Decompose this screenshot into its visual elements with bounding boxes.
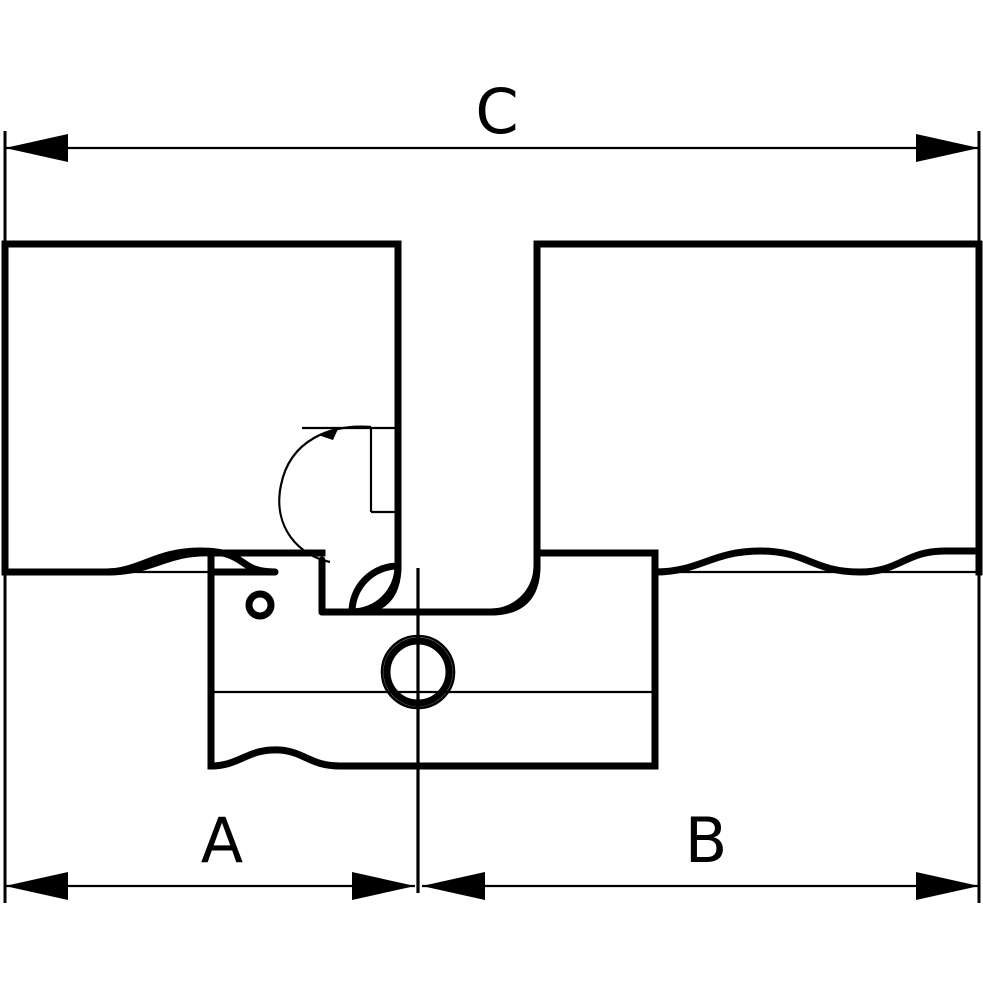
u-slot-right-wall-and-floor (364, 549, 541, 616)
left-block-group (1, 240, 402, 576)
dimension-label-b: B (685, 804, 728, 877)
arrowhead-a-left (5, 872, 68, 900)
u-slot-left-corner-helper (348, 508, 402, 616)
small-hole-group (245, 590, 275, 620)
arrowhead-c-right (916, 134, 979, 162)
hook-arc-arrow-marker (318, 429, 338, 440)
hook-sweep-arc (278, 425, 372, 564)
dimension-c-group: C (3, 75, 981, 244)
right-block-outline (533, 240, 983, 576)
arrowhead-b-right (916, 872, 979, 900)
arrowhead-c-left (5, 134, 68, 162)
dimension-label-c: C (475, 75, 518, 148)
dimension-label-a: A (201, 804, 243, 877)
u-slot-outline (341, 508, 541, 616)
left-block-outline (1, 240, 402, 576)
dimension-ab-group: A B (3, 572, 981, 903)
right-block-break-line (651, 547, 983, 576)
u-slot-left-wall (318, 508, 402, 616)
arrowhead-b-left (422, 872, 485, 900)
u-slot-accurate-group (318, 508, 541, 616)
center-block-group (5, 549, 979, 770)
u-slot-group (341, 508, 541, 616)
hook-arc-group (278, 425, 398, 564)
arrowhead-a-right (352, 872, 415, 900)
small-hole-icon (245, 590, 275, 620)
right-block-group (533, 240, 983, 576)
center-block-break-line (207, 746, 659, 770)
